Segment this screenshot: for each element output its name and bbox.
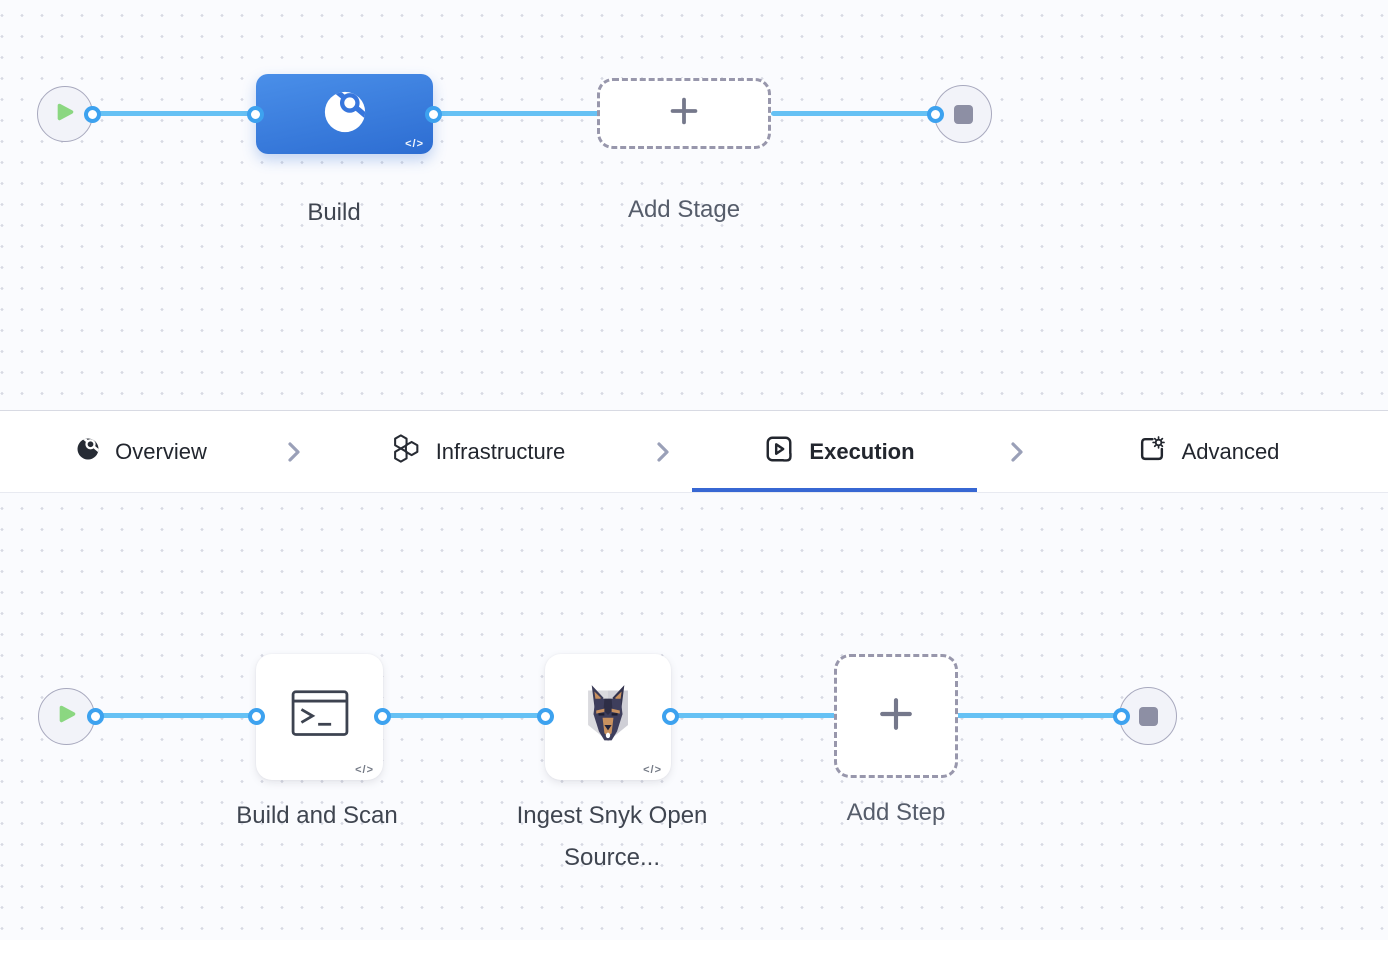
connector-dot[interactable]	[1112, 707, 1130, 725]
step-node-build-and-scan[interactable]: </>	[256, 654, 383, 780]
tab-advanced[interactable]: Advanced	[1027, 411, 1388, 492]
step-node-ingest-snyk[interactable]: </>	[545, 654, 671, 780]
stage-label: Build	[307, 199, 361, 226]
chevron-right-icon	[652, 411, 673, 492]
stop-icon	[1138, 706, 1158, 726]
connector-line	[771, 111, 937, 116]
code-view-badge: </>	[405, 138, 424, 150]
tab-execution[interactable]: Execution	[673, 411, 1006, 492]
add-stage-button[interactable]	[597, 78, 771, 149]
stop-icon	[953, 104, 973, 124]
code-view-badge: </>	[643, 764, 662, 776]
code-view-badge: </>	[355, 764, 374, 776]
gear-file-icon	[1137, 434, 1167, 469]
tab-label: Execution	[809, 438, 915, 464]
active-tab-underline	[692, 488, 977, 492]
stage-node-build[interactable]: </>	[256, 74, 433, 154]
tab-overview[interactable]: Overview	[0, 411, 283, 492]
steps-start-node	[38, 688, 95, 745]
connector-dot[interactable]	[373, 707, 391, 725]
connector-line	[382, 713, 547, 718]
connector-line	[95, 713, 258, 718]
connector-dot[interactable]	[536, 707, 554, 725]
connector-dot[interactable]	[926, 105, 944, 123]
ci-overview-icon	[76, 437, 100, 466]
canvas-footer-strip	[0, 940, 1388, 954]
chevron-right-icon	[1006, 411, 1027, 492]
tab-label: Infrastructure	[435, 438, 566, 464]
connector-dot[interactable]	[86, 707, 104, 725]
connector-dot[interactable]	[661, 707, 679, 725]
hexagons-icon	[391, 434, 421, 469]
stage-canvas: </> Build Add Stage	[0, 0, 1388, 410]
execution-step-canvas: </>	[0, 493, 1388, 940]
connector-line	[956, 713, 1123, 718]
connector-dot[interactable]	[83, 105, 101, 123]
play-icon	[54, 100, 76, 129]
connector-line	[92, 111, 257, 116]
snyk-dog-icon	[579, 683, 637, 752]
step-label: Build and Scan	[236, 802, 398, 829]
tab-label: Advanced	[1181, 438, 1280, 464]
tab-infrastructure[interactable]: Infrastructure	[304, 411, 652, 492]
add-step-button[interactable]	[834, 654, 958, 778]
step-label: Ingest Snyk Open Source...	[516, 802, 708, 871]
terminal-icon	[290, 689, 350, 746]
add-step-label: Add Step	[846, 799, 946, 826]
plus-icon	[665, 92, 703, 135]
connector-line	[670, 713, 836, 718]
tab-label: Overview	[115, 438, 207, 464]
ci-build-icon	[322, 89, 368, 140]
play-icon	[56, 702, 78, 731]
stage-config-tab-bar: Overview Infrastructure	[0, 410, 1388, 493]
add-stage-label: Add Stage	[627, 196, 741, 223]
connector-dot[interactable]	[246, 105, 264, 123]
connector-line	[433, 111, 599, 116]
connector-dot[interactable]	[247, 707, 265, 725]
chevron-right-icon	[283, 411, 304, 492]
play-box-icon	[764, 434, 794, 469]
plus-icon	[873, 691, 919, 742]
connector-dot[interactable]	[424, 105, 442, 123]
